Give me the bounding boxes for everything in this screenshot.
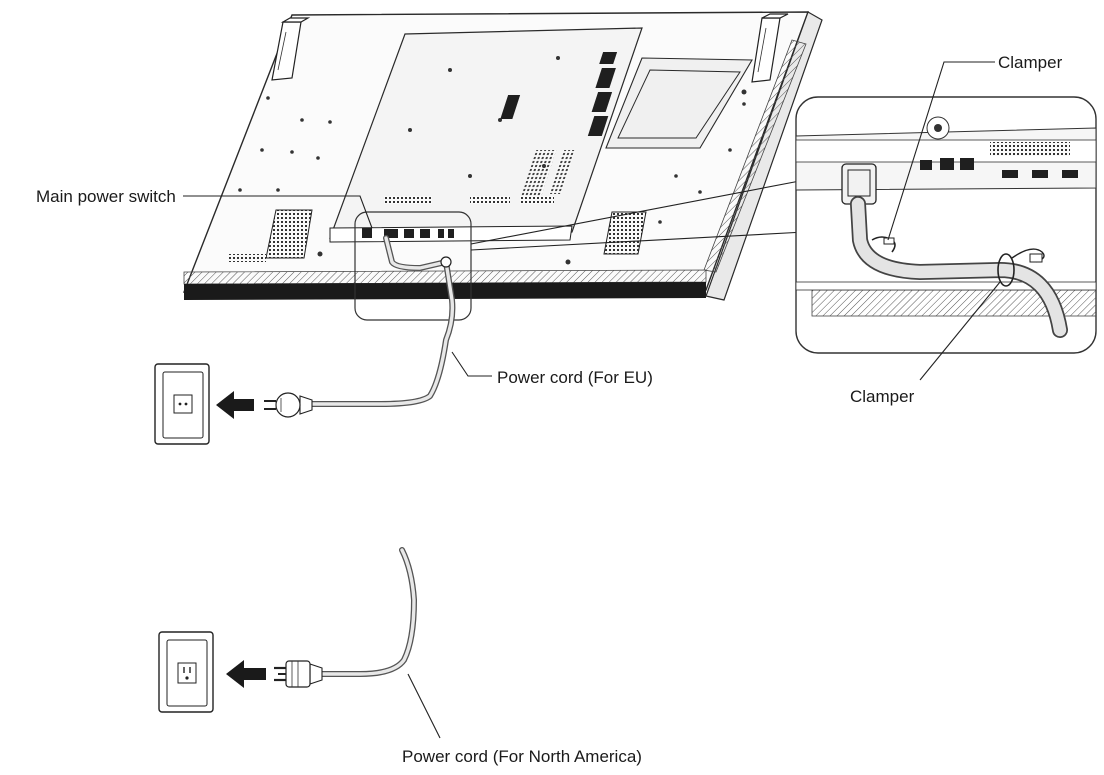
clamper-detail-inset [795, 96, 1097, 354]
main-power-switch-label: Main power switch [36, 187, 176, 206]
clamper-top-leader [887, 61, 995, 241]
power-inlet-highlight-box [354, 211, 472, 321]
clamper-lower [997, 248, 1045, 287]
right-speaker-grille [603, 211, 647, 255]
power-cord-eu-leader [451, 351, 492, 377]
clamper-top-label: Clamper [998, 53, 1063, 72]
rear-connectors [500, 52, 618, 198]
eu-plug-icon [264, 392, 313, 418]
left-speaker-grille [265, 209, 313, 259]
clamper-bottom-leader [919, 281, 1001, 381]
power-cord-eu-label: Power cord (For EU) [497, 368, 653, 387]
na-power-cord [307, 547, 417, 677]
power-cord-na-leader [407, 673, 441, 739]
left-handle [271, 17, 311, 81]
eu-wall-outlet-icon [154, 363, 210, 445]
clamper-bottom-label: Clamper [850, 387, 915, 406]
na-wall-outlet-icon [158, 631, 214, 713]
eu-power-cord [297, 235, 456, 407]
power-cord-na-label: Power cord (For North America) [402, 747, 642, 766]
main-power-switch-leader [183, 195, 373, 229]
display-rear-view [182, 11, 823, 301]
left-arrow-icon [226, 660, 266, 688]
right-handle [751, 13, 789, 83]
left-arrow-icon [216, 391, 254, 419]
na-plug-icon [274, 660, 323, 688]
